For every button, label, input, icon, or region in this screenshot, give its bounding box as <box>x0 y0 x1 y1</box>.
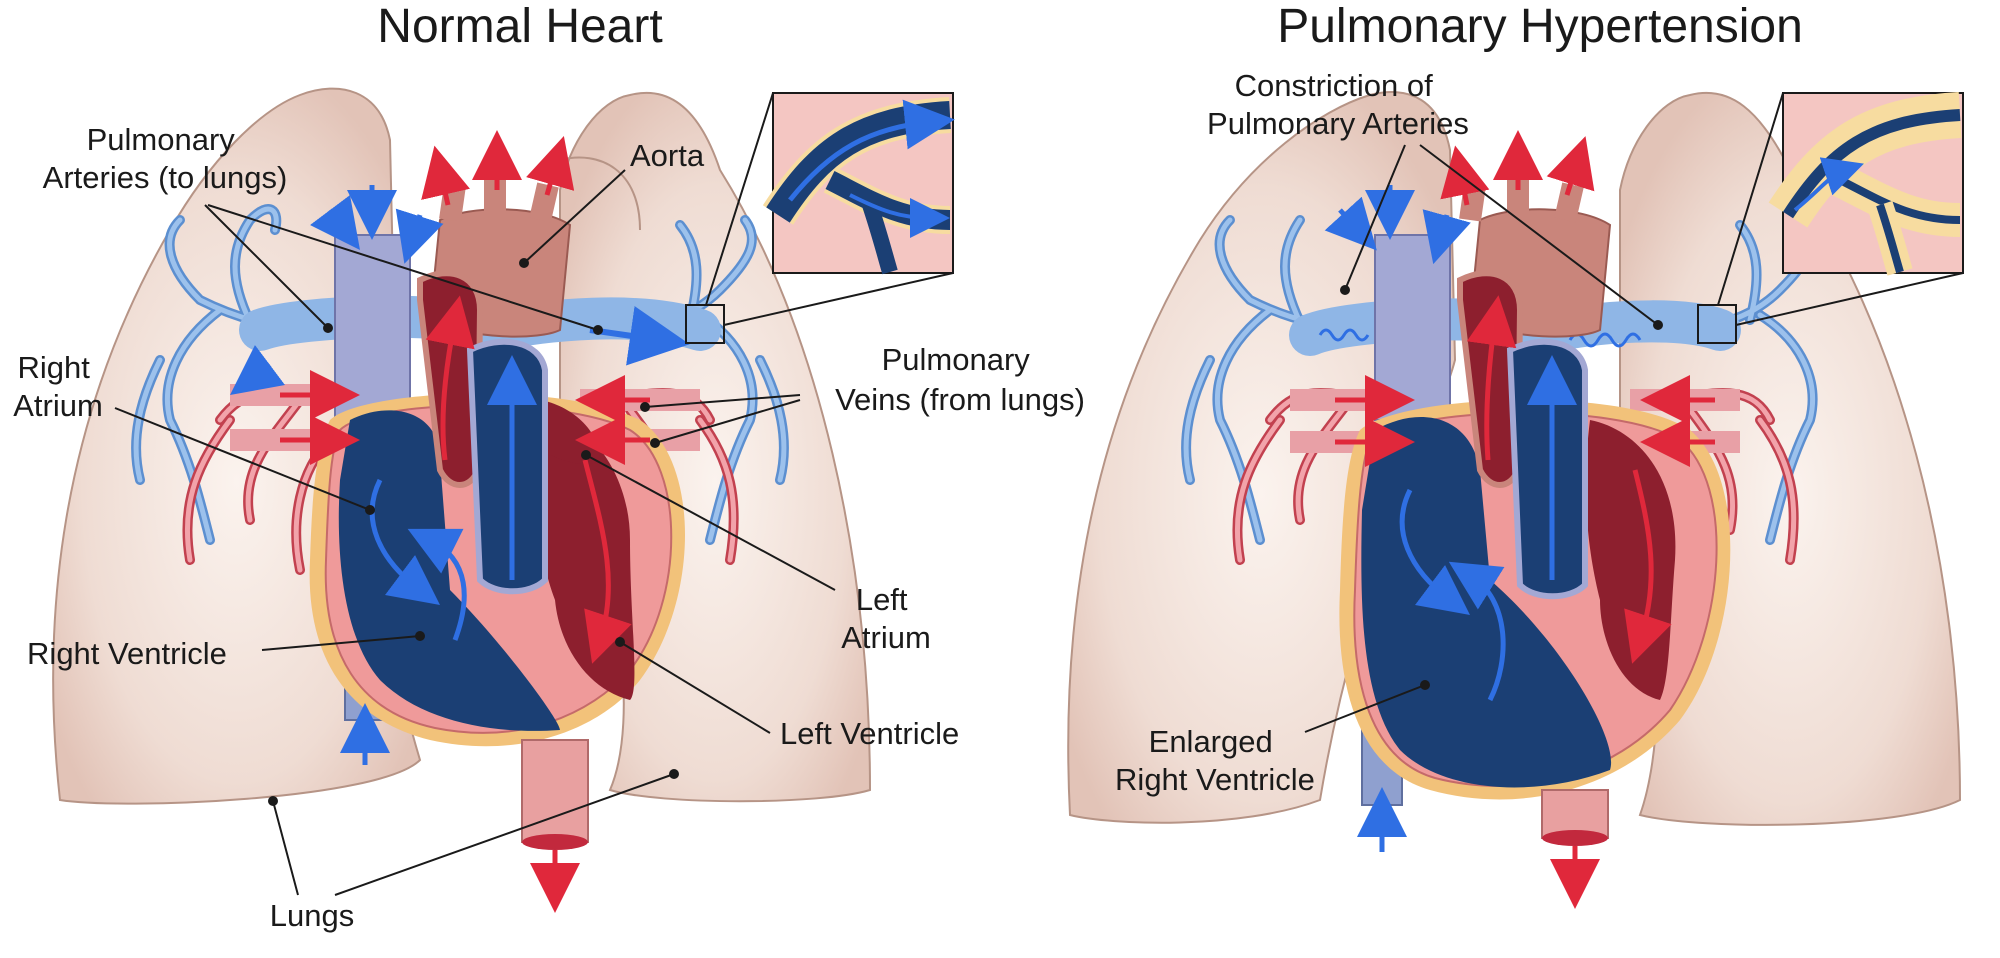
leader-constriction <box>1344 144 1659 326</box>
leader-dot <box>268 796 278 806</box>
leader-dot <box>1340 285 1350 295</box>
leader-dot <box>593 325 603 335</box>
flow-arrow <box>425 295 475 461</box>
label-line: Pulmonary Arteries <box>1207 106 1469 141</box>
descending-aorta <box>521 739 589 843</box>
leader-dot <box>323 323 333 333</box>
leader-pulmonary-veins <box>644 394 801 444</box>
normal-heart-panel: Normal Heart <box>13 0 1085 933</box>
left-lung <box>1067 91 1457 824</box>
label-line: Right Ventricle <box>1115 762 1315 797</box>
label-right-ventricle: Right Ventricle <box>27 636 227 671</box>
leader-right-ventricle <box>261 635 421 651</box>
leader-dot <box>615 637 625 647</box>
constriction-wave <box>1318 328 1370 342</box>
leader-left-atrium <box>585 454 836 591</box>
descending-aorta-opening <box>1542 830 1608 846</box>
leader-pulmonary-arteries <box>204 204 599 331</box>
flow-arrow <box>421 145 470 206</box>
flow-arrow <box>526 135 575 196</box>
flow-arrow <box>369 478 440 606</box>
leader-right-atrium <box>114 407 371 511</box>
aortic-arch-branches <box>1459 180 1584 223</box>
panel-title: Pulmonary Hypertension <box>1277 0 1803 53</box>
label-line: Right <box>18 350 91 385</box>
label-left-ventricle: Left Ventricle <box>780 716 959 751</box>
leader-left-ventricle <box>619 641 771 734</box>
flow-arrow <box>582 459 632 664</box>
leader-dot <box>415 631 425 641</box>
label-pulmonary-arteries: Pulmonary Arteries (to lungs) <box>43 122 288 195</box>
descending-aorta-opening <box>522 834 588 850</box>
pulmonary-outflow <box>466 338 548 595</box>
label-constriction: Constriction of Pulmonary Arteries <box>1207 68 1469 141</box>
leader-dot <box>1653 320 1663 330</box>
label-line: Pulmonary <box>87 122 236 157</box>
leader-enlarged-right-ventricle <box>1304 684 1426 733</box>
label-lungs: Lungs <box>270 898 354 933</box>
inset-connector <box>1717 92 1964 326</box>
inset-connector <box>705 92 954 326</box>
label-line: Left <box>856 582 908 617</box>
normal-artery-inset <box>762 92 955 275</box>
flow-arrow <box>1546 136 1595 196</box>
label-line: Veins (from lungs) <box>835 382 1085 417</box>
vena-cava <box>334 234 411 421</box>
panel-title: Normal Heart <box>377 0 662 53</box>
flow-arrow <box>1324 196 1377 251</box>
pulmonary-hypertension-panel: Pulmonary Hypertension <box>1067 0 1964 909</box>
leader-aorta <box>523 169 626 264</box>
label-left-atrium: Left Atrium <box>841 582 931 655</box>
flow-arrow <box>1448 561 1506 702</box>
flow-arrow <box>1399 488 1470 616</box>
flow-arrow <box>1422 209 1471 265</box>
label-line: Atrium <box>841 620 931 655</box>
label-line: Arteries (to lungs) <box>43 160 288 195</box>
constriction-wave <box>1568 332 1642 348</box>
flow-arrow <box>407 528 467 641</box>
flow-arrow <box>230 345 285 395</box>
leader-dot <box>669 769 679 779</box>
leader-dot <box>581 450 591 460</box>
leader-dot <box>650 438 660 448</box>
label-enlarged-right-ventricle: Enlarged Right Ventricle <box>1115 724 1315 797</box>
right-ventricle <box>338 410 560 731</box>
leader-dot <box>1420 680 1430 690</box>
label-line: Enlarged <box>1149 724 1273 759</box>
label-right-atrium: Right Atrium <box>13 350 103 423</box>
vena-cava <box>1374 234 1451 421</box>
pulmonary-outflow <box>1506 338 1588 600</box>
flow-arrow <box>1624 469 1672 664</box>
leader-dot <box>640 402 650 412</box>
flow-arrow <box>310 195 360 250</box>
leader-dot <box>365 505 375 515</box>
leader-lungs <box>272 773 675 896</box>
flow-arrow <box>395 208 444 264</box>
label-line: Constriction of <box>1235 68 1434 103</box>
flow-arrow <box>1466 295 1517 461</box>
constricted-artery-inset <box>1768 92 1964 276</box>
label-line: Atrium <box>13 388 103 423</box>
label-line: Pulmonary <box>882 342 1031 377</box>
leader-dot <box>519 258 529 268</box>
label-pulmonary-veins: Pulmonary Veins (from lungs) <box>835 342 1085 417</box>
label-aorta: Aorta <box>630 138 705 173</box>
